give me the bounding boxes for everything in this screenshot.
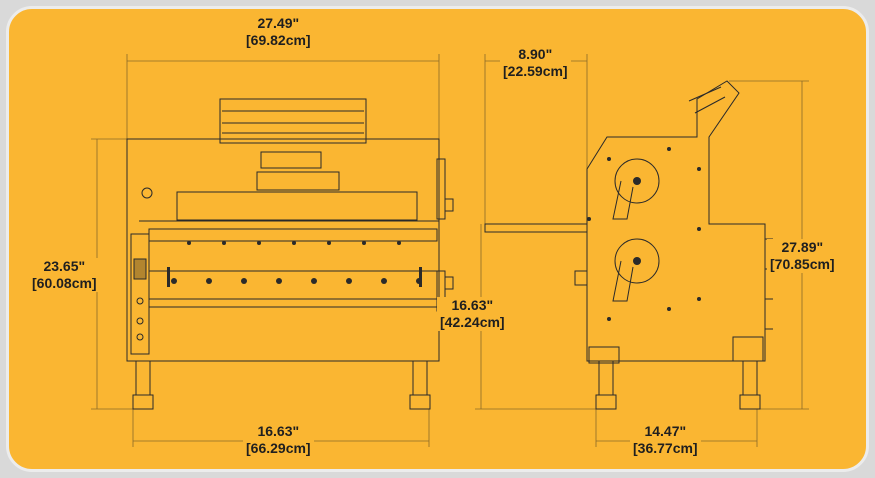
side-mid-height-label: 16.63" [42.24cm] [437, 297, 508, 331]
front-width-cm: [69.82cm] [246, 32, 311, 48]
side-height-in: 27.89" [781, 239, 824, 255]
bottom-scraper [612, 260, 634, 302]
front-leg-left [135, 360, 151, 396]
top-roller [614, 158, 660, 204]
side-mid-height-in: 16.63" [451, 297, 494, 313]
front-height-label: 23.65" [60.08cm] [29, 258, 100, 292]
side-leg-right [742, 360, 758, 396]
bottom-roller [614, 238, 660, 284]
side-view [484, 80, 773, 410]
side-tray-in: 8.90" [518, 46, 553, 62]
front-height-cm: [60.08cm] [32, 275, 97, 291]
side-foot-plate-right [732, 336, 764, 362]
side-body [586, 80, 766, 362]
side-height-cm: [70.85cm] [770, 256, 835, 272]
front-knob [141, 187, 153, 199]
front-view [126, 98, 454, 410]
side-tray [484, 223, 588, 233]
front-hopper [219, 98, 367, 144]
diagram-panel: 27.49" [69.82cm] 23.65" [60.08cm] 16.63"… [6, 6, 869, 472]
top-scraper [612, 180, 634, 220]
side-tray-cm: [22.59cm] [503, 63, 568, 79]
side-leg-left [598, 360, 614, 396]
side-base-label: 14.47" [36.77cm] [630, 423, 701, 457]
technical-drawing [91, 54, 809, 447]
side-tray-label: 8.90" [22.59cm] [500, 46, 571, 80]
front-base-in: 16.63" [257, 423, 300, 439]
front-height-in: 23.65" [43, 258, 86, 274]
side-base-in: 14.47" [644, 423, 687, 439]
front-base-cm: [66.29cm] [246, 440, 311, 456]
side-bolts [587, 147, 701, 321]
front-leg-right [412, 360, 428, 396]
front-roller-bolts [167, 241, 422, 287]
front-base-label: 16.63" [66.29cm] [243, 423, 314, 457]
side-height-label: 27.89" [70.85cm] [767, 239, 838, 273]
warning-label [256, 171, 340, 191]
front-display [260, 151, 322, 169]
front-width-label: 27.49" [69.82cm] [243, 15, 314, 49]
dimension-lines [91, 54, 809, 447]
side-base-cm: [36.77cm] [633, 440, 698, 456]
front-width-in: 27.49" [257, 15, 300, 31]
side-mid-height-cm: [42.24cm] [440, 314, 505, 330]
side-foot-plate-left [588, 346, 620, 364]
front-control-panel [130, 233, 150, 355]
